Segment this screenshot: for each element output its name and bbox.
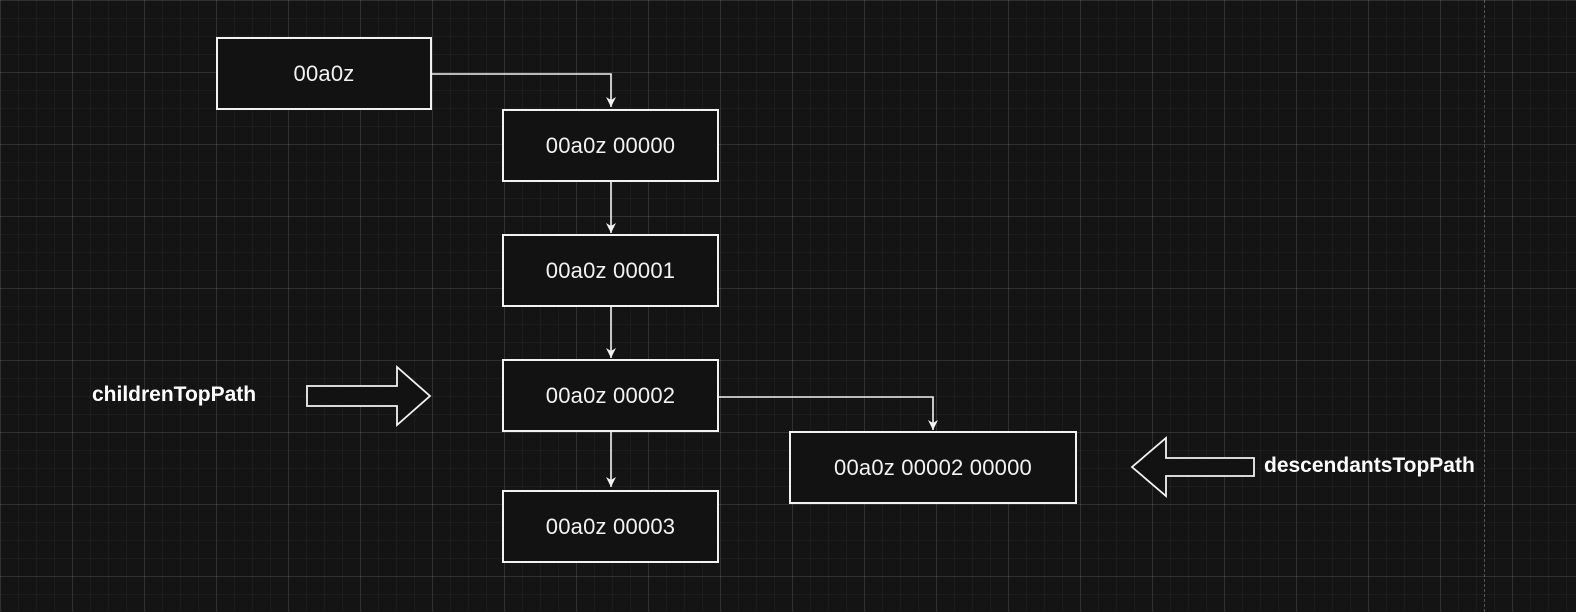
page-boundary-line <box>1484 0 1485 612</box>
node-grandchild-0: 00a0z 00002 00000 <box>789 431 1077 504</box>
block-arrow-left-icon <box>1130 436 1255 498</box>
label-children-top-path: childrenTopPath <box>92 383 257 406</box>
connector-child-2-to-grandchild-0 <box>719 396 938 430</box>
label-descendants-top-path: descendantsTopPath <box>1264 454 1475 477</box>
node-child-1: 00a0z 00001 <box>502 234 719 307</box>
connector-root-to-child-0 <box>432 73 616 107</box>
node-child-3: 00a0z 00003 <box>502 490 719 563</box>
node-child-0: 00a0z 00000 <box>502 109 719 182</box>
node-root: 00a0z <box>216 37 432 110</box>
block-arrow-right-icon <box>306 365 432 427</box>
node-child-2: 00a0z 00002 <box>502 359 719 432</box>
